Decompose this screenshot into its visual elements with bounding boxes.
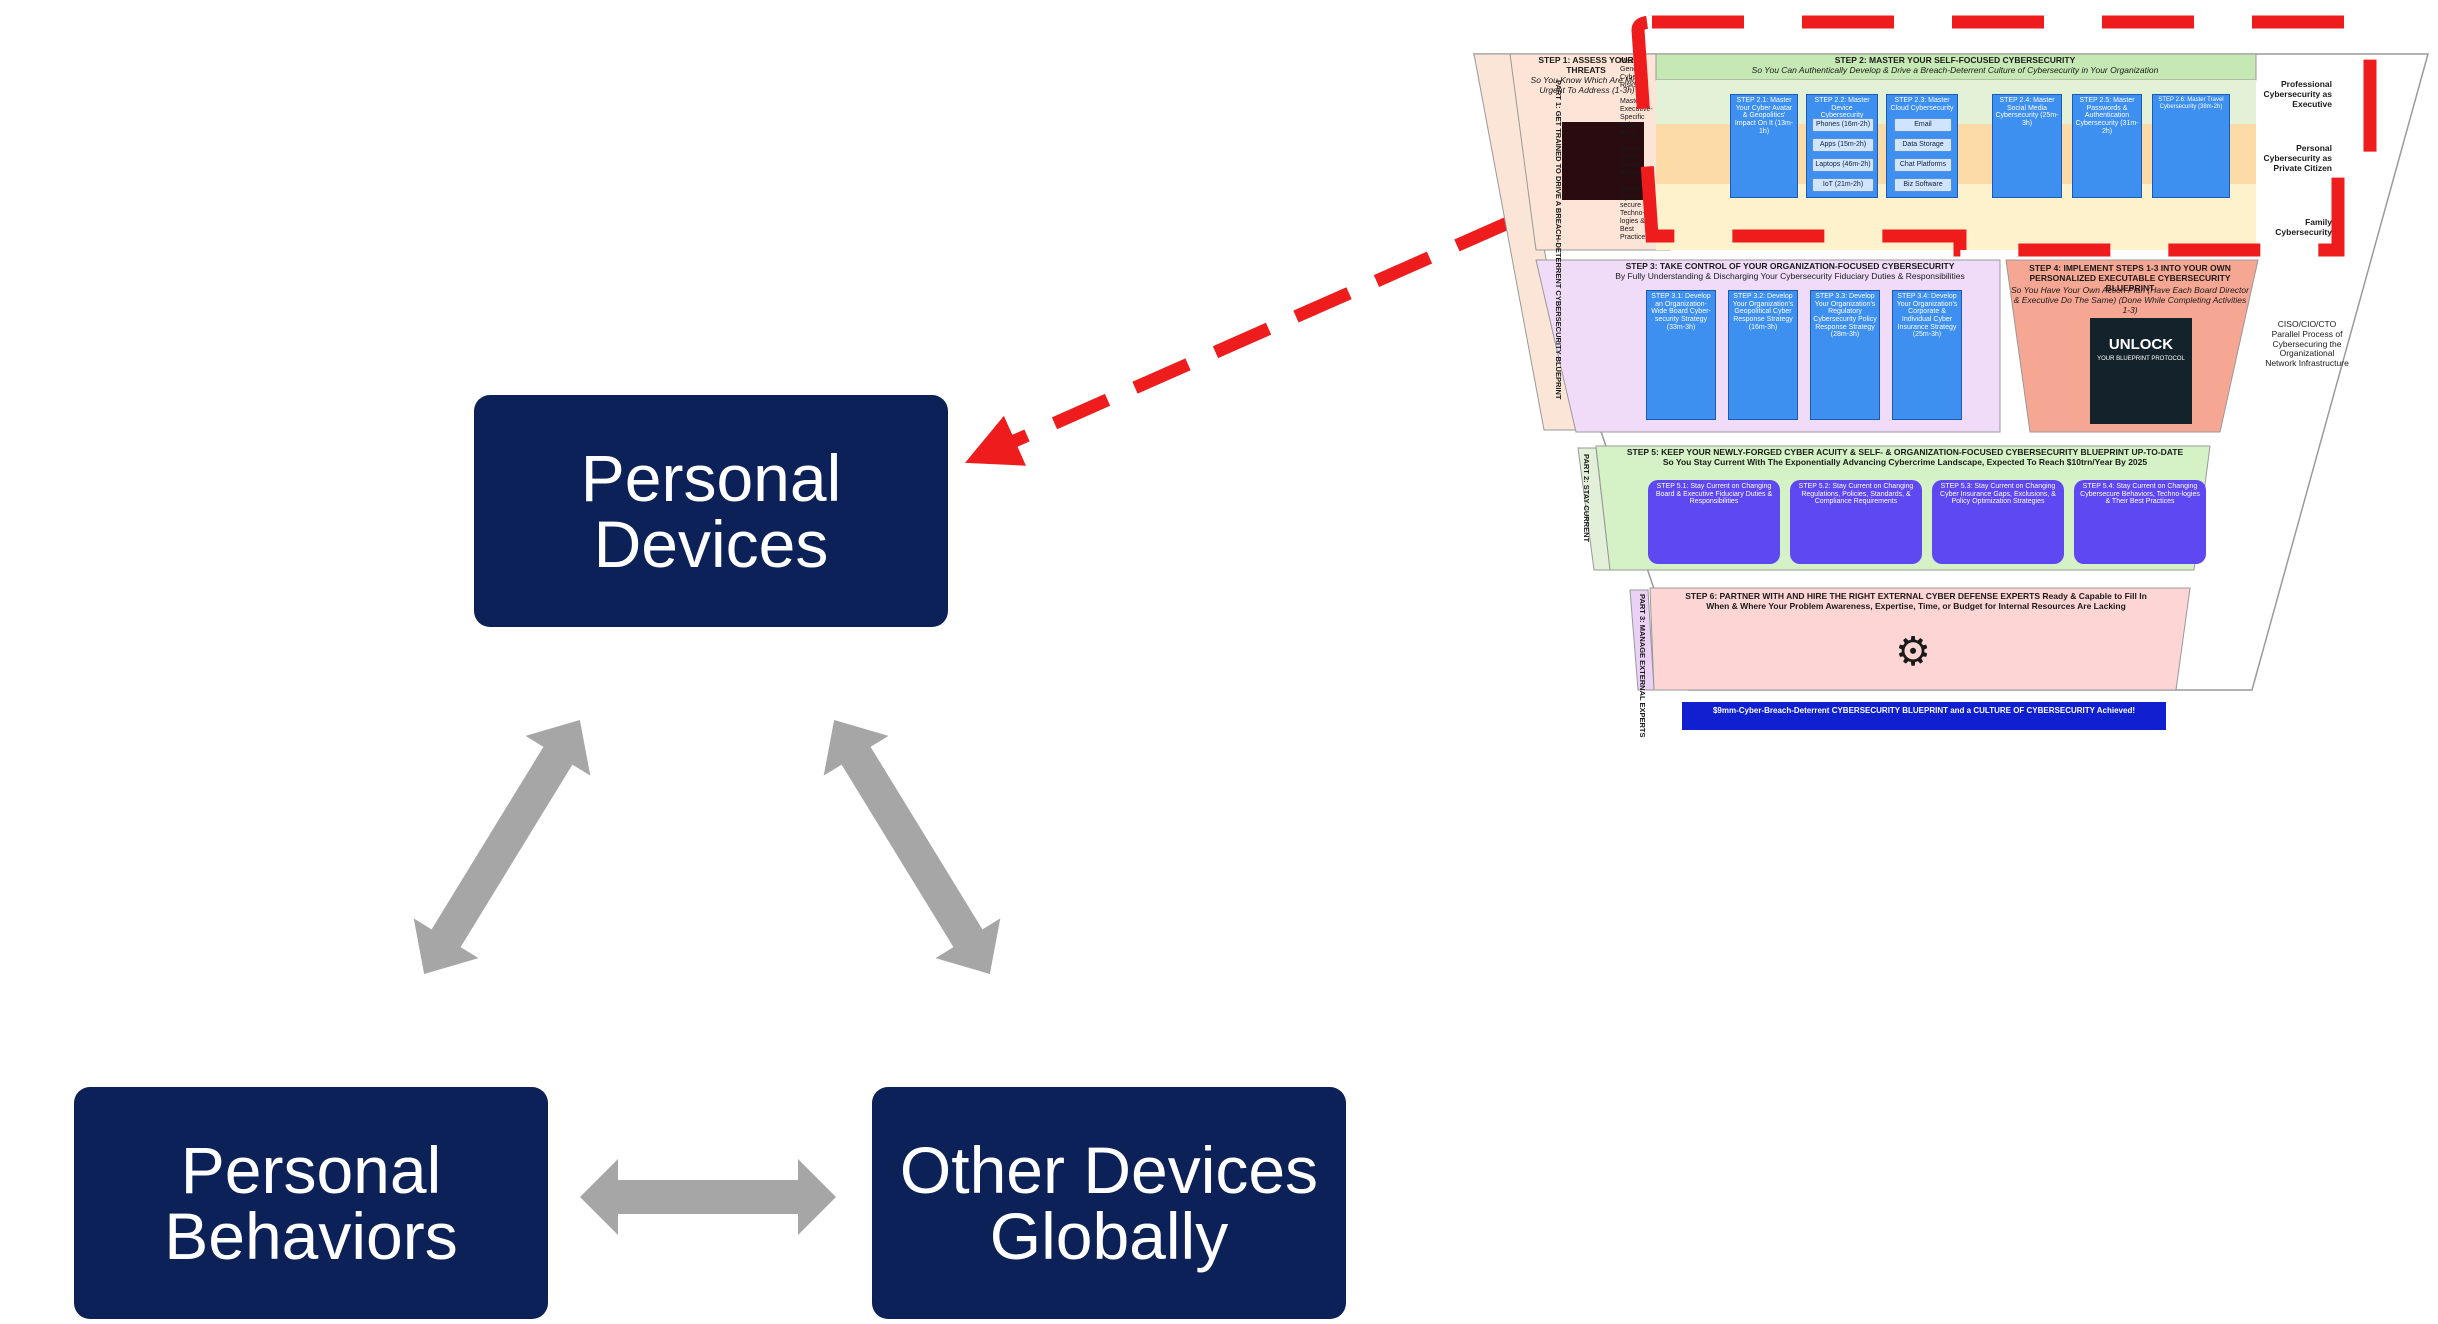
family-label: Family Cybersecurity: [2275, 217, 2332, 237]
step2-5-card: STEP 2.5: Master Passwords & Authenticat…: [2072, 94, 2142, 198]
step3-4-text: STEP 3.4: Develop Your Organization's Co…: [1896, 293, 1958, 339]
step1-title: STEP 1: ASSESS YOUR THREATS: [1538, 55, 1634, 75]
device-chip: Apps (15m-2h): [1812, 138, 1874, 152]
ciso-note: CISO/CIO/CTO Parallel Process of Cyberse…: [2265, 319, 2349, 369]
step5-subtitle: So You Stay Current With The Exponential…: [1662, 457, 2148, 467]
step2-3-text: STEP 2.3: Master Cloud Cybersecurity: [1890, 97, 1954, 112]
step3-4-card: STEP 3.4: Develop Your Organization's Co…: [1892, 290, 1962, 420]
master-label: Master General Cyber Risks: [1620, 58, 1645, 90]
threats-ebook-image: [1562, 122, 1644, 200]
node-text: Personal: [580, 441, 842, 515]
step5-2-text: STEP 5.2: Stay Current on Changing Regul…: [1798, 483, 1914, 506]
node-personal-behaviors: Personal Behaviors: [74, 1087, 548, 1319]
personal-label: Personal Cybersecurity as Private Citize…: [2263, 143, 2332, 173]
part2-label: PART 2: STAY CURRENT: [1582, 454, 1591, 543]
master-label: Master Cyber-secure Techno-logies & Best…: [1620, 186, 1649, 242]
node-text: Personal: [180, 1133, 442, 1207]
step6-title: STEP 6: PARTNER WITH AND HIRE THE RIGHT …: [1685, 591, 2147, 601]
step5-title: STEP 5: KEEP YOUR NEWLY-FORGED CYBER ACU…: [1626, 447, 2184, 457]
step5-3-cylinder: STEP 5.3: Stay Current on Changing Cyber…: [1932, 480, 2064, 564]
master-label: Master Cyber-secure Behaviors: [1620, 146, 1652, 178]
step2-1-card: STEP 2.1: Master Your Cyber Avatar & Geo…: [1730, 94, 1798, 198]
cloud-chip: Data Storage: [1894, 138, 1952, 152]
step2-subtitle: So You Can Authentically Develop & Drive…: [1751, 65, 2159, 75]
node-text: Behaviors: [164, 1199, 458, 1273]
cloud-chip: Email: [1894, 118, 1952, 132]
node-personal-devices: Personal Devices: [474, 395, 948, 627]
step2-4-text: STEP 2.4: Master Social Media Cybersecur…: [1995, 97, 2059, 128]
step5-2-cylinder: STEP 5.2: Stay Current on Changing Regul…: [1790, 480, 1922, 564]
step1-subtitle: So You Know Which Are Most Urgent To Add…: [1530, 75, 1644, 95]
master-label: Master Executive-Specific Cyber Risks: [1620, 98, 1653, 138]
experts-icon: ⚙: [1895, 630, 1931, 674]
step3-3-card: STEP 3.3: Develop Your Organization's Re…: [1810, 290, 1880, 420]
device-chip: IoT (21m-2h): [1812, 178, 1874, 192]
part1-label: PART 1: GET TRAINED TO DRIVE A BREACH-DE…: [1554, 80, 1563, 400]
node-text: Globally: [989, 1199, 1229, 1273]
step5-4-cylinder: STEP 5.4: Stay Current on Changing Cyber…: [2074, 480, 2206, 564]
step3-1-card: STEP 3.1: Develop an Organization-Wide B…: [1646, 290, 1716, 420]
step4-subtitle: So You Have Your Own Action Plan (Have E…: [2011, 285, 2249, 315]
step6-subtitle: When & Where Your Problem Awareness, Exp…: [1706, 601, 2126, 611]
cloud-chip: Biz Software: [1894, 178, 1952, 192]
device-chip: Laptops (46m-2h): [1812, 158, 1874, 172]
step2-6-text: STEP 2.6: Master Travel Cybersecurity (3…: [2158, 97, 2224, 110]
node-text: Other Devices: [899, 1133, 1319, 1207]
arrow-behaviors-other: [580, 1159, 836, 1235]
step3-subtitle: By Fully Understanding & Discharging You…: [1615, 271, 1965, 281]
arrow-devices-behaviors: [413, 719, 591, 975]
step3-2-card: STEP 3.2: Develop Your Organization's Ge…: [1728, 290, 1798, 420]
step2-1-text: STEP 2.1: Master Your Cyber Avatar & Geo…: [1734, 97, 1794, 135]
step2-2-text: STEP 2.2: Master Device Cybersecurity: [1814, 97, 1870, 120]
step3-2-text: STEP 3.2: Develop Your Organization's Ge…: [1732, 293, 1794, 331]
unlock-image: [2090, 318, 2192, 424]
blueprint-funnel: STEP 1: ASSESS YOUR THREATS So You Know …: [1470, 50, 2438, 740]
step4-title: STEP 4: IMPLEMENT STEPS 1-3 INTO YOUR OW…: [2029, 263, 2231, 293]
step3-3-text: STEP 3.3: Develop Your Organization's Re…: [1813, 293, 1877, 339]
professional-label: Professional Cybersecurity as Executive: [2263, 79, 2332, 109]
step2-6-card: STEP 2.6: Master Travel Cybersecurity (3…: [2152, 94, 2230, 198]
step5-1-text: STEP 5.1: Stay Current on Changing Board…: [1655, 483, 1773, 506]
highlight-pointer-arrow: [965, 216, 1513, 466]
step5-1-cylinder: STEP 5.1: Stay Current on Changing Board…: [1648, 480, 1780, 564]
unlock-subtitle: YOUR BLUEPRINT PROTOCOL: [2097, 356, 2185, 362]
node-text: Devices: [593, 507, 829, 581]
final-result-bar: $9mm-Cyber-Breach-Deterrent CYBERSECURIT…: [1682, 702, 2166, 730]
arrow-devices-other: [823, 719, 1001, 975]
part3-label: PART 3: MANAGE EXTERNAL EXPERTS: [1638, 594, 1647, 738]
device-chip: Phones (16m-2h): [1812, 118, 1874, 132]
node-other-devices-globally: Other Devices Globally: [872, 1087, 1346, 1319]
step3-1-text: STEP 3.1: Develop an Organization-Wide B…: [1651, 293, 1711, 331]
cloud-chip: Chat Platforms: [1894, 158, 1952, 172]
step3-title: STEP 3: TAKE CONTROL OF YOUR ORGANIZATIO…: [1625, 261, 1955, 271]
step5-4-text: STEP 5.4: Stay Current on Changing Cyber…: [2080, 483, 2200, 506]
step2-5-text: STEP 2.5: Master Passwords & Authenticat…: [2075, 97, 2139, 135]
step5-3-text: STEP 5.3: Stay Current on Changing Cyber…: [1940, 483, 2056, 506]
final-result-text: $9mm-Cyber-Breach-Deterrent CYBERSECURIT…: [1712, 706, 2135, 715]
unlock-title: UNLOCK: [2108, 336, 2174, 353]
step2-4-card: STEP 2.4: Master Social Media Cybersecur…: [1992, 94, 2062, 198]
